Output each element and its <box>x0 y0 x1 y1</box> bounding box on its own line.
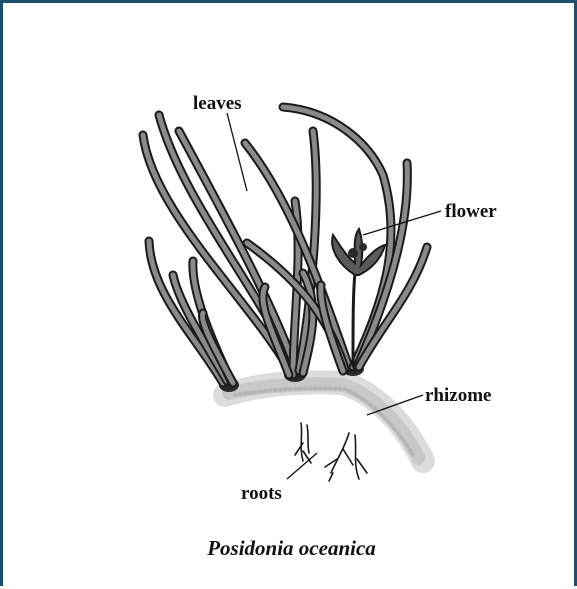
posidonia-diagram: leaves flower rhizome roots <box>3 3 577 589</box>
label-rhizome: rhizome <box>425 385 491 406</box>
species-caption: Posidonia oceanica <box>3 536 577 561</box>
label-flower: flower <box>445 201 497 222</box>
label-roots: roots <box>241 483 282 504</box>
label-leaves: leaves <box>193 93 242 114</box>
roots-system <box>295 423 367 481</box>
rhizome-stem <box>225 382 423 461</box>
leaves-pointer <box>227 113 247 191</box>
